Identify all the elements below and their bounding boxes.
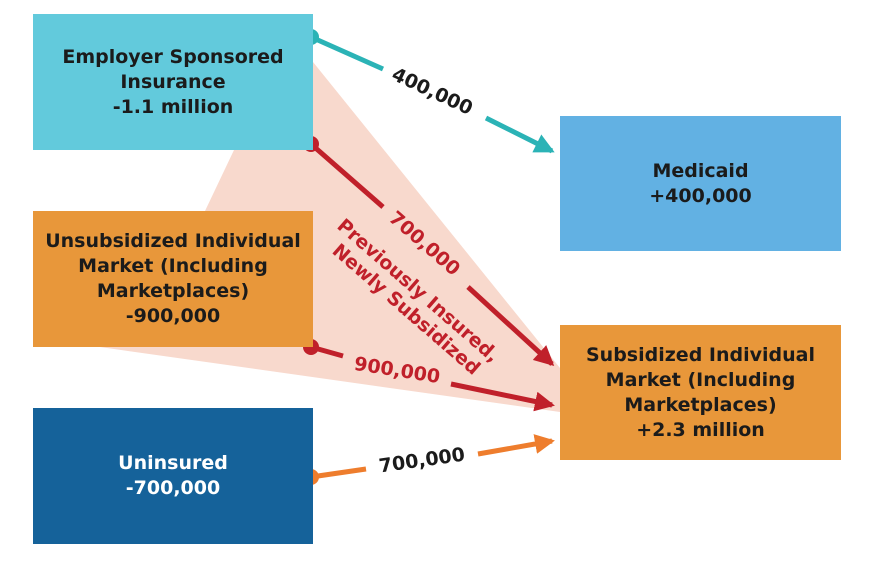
medicaid-label: Medicaid <box>652 159 749 182</box>
employer-label-line2: Insurance <box>120 70 226 93</box>
subsidized-label-line2: Market (Including <box>605 368 796 391</box>
box-medicaid: Medicaid +400,000 <box>560 116 841 251</box>
flow-line-employer-subsidized <box>309 142 385 209</box>
subsidized-label-line3: Marketplaces) <box>624 393 777 416</box>
unsubsidized-label-line3: Marketplaces) <box>96 280 250 302</box>
flow-arrow-employer-medicaid <box>484 115 555 154</box>
flow-arrow-unsubsidized-subsidized <box>450 381 555 412</box>
unsubsidized-label-line2: Market (Including <box>78 255 268 277</box>
unsubsidized-change: -900,000 <box>125 305 221 327</box>
uninsured-label: Uninsured <box>118 452 228 474</box>
flow-line-uninsured-subsidized <box>310 466 367 480</box>
flow-label-employer-medicaid: 400,000 <box>388 63 476 120</box>
box-employer-sponsored: Employer Sponsored Insurance -1.1 millio… <box>33 14 313 150</box>
employer-label-line1: Employer Sponsored <box>62 45 284 68</box>
subsidized-label-line1: Subsidized Individual <box>586 343 815 366</box>
unsubsidized-label-line1: Unsubsidized Individual <box>45 230 301 252</box>
uninsured-change: -700,000 <box>125 477 221 499</box>
flow-arrow-uninsured-subsidized <box>477 434 555 457</box>
box-uninsured: Uninsured -700,000 <box>33 408 313 544</box>
flow-arrow-employer-subsidized <box>466 285 555 367</box>
employer-change: -1.1 million <box>112 95 234 118</box>
flow-label-uninsured-subsidized: 700,000 <box>378 444 467 478</box>
flow-line-employer-medicaid <box>309 34 385 72</box>
box-unsubsidized-individual: Unsubsidized Individual Market (Includin… <box>33 211 313 347</box>
medicaid-change: +400,000 <box>649 184 752 207</box>
box-subsidized-individual: Subsidized Individual Market (Including … <box>560 325 841 460</box>
subsidized-change: +2.3 million <box>636 418 765 441</box>
